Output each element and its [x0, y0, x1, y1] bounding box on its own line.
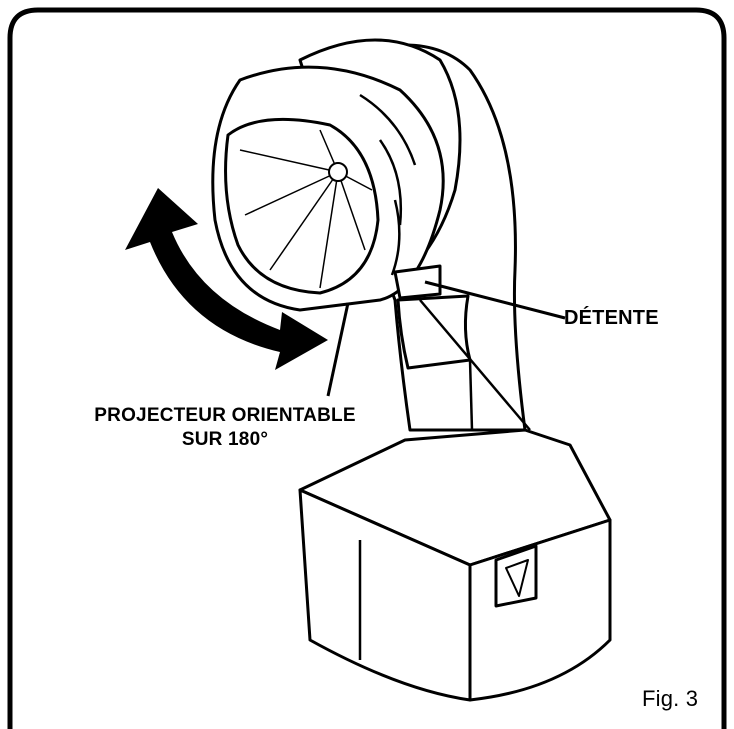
latch-arrow-icon: [505, 559, 529, 597]
bulb: [328, 162, 348, 182]
trigger-switch: [393, 264, 442, 300]
projector-leader-line: [326, 302, 350, 397]
projector-label-line2: SUR 180°: [181, 429, 269, 450]
projector-label: PROJECTEUR ORIENTABLE SUR 180°: [60, 404, 390, 452]
trigger-leader-line: [424, 280, 566, 320]
battery-front: [298, 488, 472, 702]
trigger-label: DÉTENTE: [564, 307, 659, 329]
figure-caption: Fig. 3: [642, 686, 699, 711]
figure-border: [7, 7, 727, 729]
projector-label-line1: PROJECTEUR ORIENTABLE: [94, 405, 356, 426]
handle-grip: [396, 294, 472, 370]
